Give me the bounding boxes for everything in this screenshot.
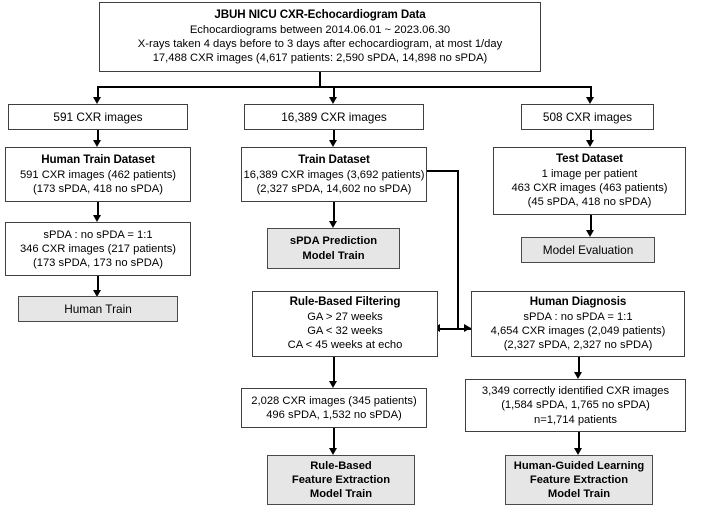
rule-based-model-line-1: Rule-Based [310,459,372,472]
node-human-train-dataset[interactable]: Human Train Dataset 591 CXR images (462 … [5,147,191,202]
train-dataset-line-2: (2,327 sPDA, 14,602 no sPDA) [256,182,412,195]
test-dataset-line-2: 463 CXR images (463 patients) [511,182,668,195]
balanced-line-3: (173 sPDA, 173 no sPDA) [33,257,163,270]
split-left-label: 591 CXR images [53,109,143,124]
node-train-dataset[interactable]: Train Dataset 16,389 CXR images (3,692 p… [241,147,427,202]
connector-filtered-to-rule-model [333,428,335,449]
rule-based-filtering-line-3: CA < 45 weeks at echo [287,339,403,352]
connector-split-middle [333,86,335,98]
arrow-to-spda-model [329,221,337,228]
connector-human-train-to-balanced [97,202,99,216]
arrow-left-dataset [93,140,101,147]
connector-diagnosis-to-correct [578,357,580,373]
split-middle-label: 16,389 CXR images [281,109,387,124]
arrow-to-filtered [329,381,337,388]
rule-based-filtering-line-1: GA > 27 weeks [307,310,383,323]
connector-split-left [97,86,99,98]
rule-based-model-line-2: Feature Extraction [291,473,391,486]
spda-prediction-line-2: Model Train [302,249,365,262]
human-guided-model-line-3: Model Train [547,488,611,501]
human-train-label: Human Train [64,301,132,316]
filtered-line-2: 496 sPDA, 1,532 no sPDA) [266,409,402,421]
node-split-left[interactable]: 591 CXR images [8,104,188,130]
connector-test-to-evaluation [590,215,592,231]
root-line-2: X-rays taken 4 days before to 3 days aft… [137,38,503,51]
node-root-dataset[interactable]: JBUH NICU CXR-Echocardiogram Data Echoca… [99,2,541,72]
train-dataset-title: Train Dataset [298,153,370,166]
connector-split-right [590,86,592,98]
node-split-middle[interactable]: 16,389 CXR images [244,104,424,130]
rule-based-filtering-title: Rule-Based Filtering [289,295,401,309]
connector-bus-horizontal [439,328,471,330]
model-evaluation-label: Model Evaluation [542,242,634,257]
root-line-1: Echocardiograms between 2014.06.01 ~ 202… [189,23,451,36]
root-line-3: 17,488 CXR images (4,617 patients: 2,590… [152,52,488,65]
correct-line-1: 3,349 correctly identified CXR images [481,385,670,398]
node-rule-based-filtering[interactable]: Rule-Based Filtering GA > 27 weeks GA < … [252,291,438,357]
connector-right-split-to-dataset [590,130,592,141]
connector-root-stem [319,72,321,87]
human-diagnosis-title: Human Diagnosis [529,295,627,309]
connector-filtering-to-filtered [333,357,335,382]
human-train-dataset-line-1: 591 CXR images (462 patients) [19,168,177,181]
correct-line-3: n=1,714 patients [533,413,618,426]
human-train-dataset-title: Human Train Dataset [41,153,155,166]
arrow-to-split-middle [329,97,337,104]
rule-based-model-line-3: Model Train [309,488,373,501]
test-dataset-line-3: (45 sPDA, 418 no sPDA) [527,196,652,209]
connector-correct-to-hgl-model [578,432,580,449]
arrow-to-balanced [93,215,101,222]
arrow-to-human-train [93,290,101,297]
arrow-to-correct-subset [574,372,582,379]
node-balanced-subset[interactable]: sPDA : no sPDA = 1:1 346 CXR images (217… [5,222,191,276]
split-right-label: 508 CXR images [542,109,633,124]
balanced-line-2: 346 CXR images (217 patients) [19,242,177,255]
arrow-right-dataset [586,140,594,147]
node-test-dataset[interactable]: Test Dataset 1 image per patient 463 CXR… [493,147,686,215]
connector-train-to-spda-model [333,202,335,222]
arrow-to-model-evaluation [586,230,594,237]
human-train-dataset-line-2: (173 sPDA, 418 no sPDA) [33,182,163,195]
arrow-to-rule-based-model [329,448,337,455]
human-diagnosis-line-3: (2,327 sPDA, 2,327 no sPDA) [503,339,653,352]
balanced-line-1: sPDA : no sPDA = 1:1 [43,228,153,241]
spda-prediction-line-1: sPDA Prediction [289,235,378,248]
node-human-train-output[interactable]: Human Train [18,296,178,322]
node-model-evaluation[interactable]: Model Evaluation [521,237,655,263]
node-spda-prediction-model[interactable]: sPDA Prediction Model Train [267,228,400,269]
node-human-guided-feature-model[interactable]: Human-Guided Learning Feature Extraction… [505,455,653,505]
node-split-right[interactable]: 508 CXR images [521,104,654,130]
rule-based-filtering-line-2: GA < 32 weeks [307,325,383,338]
connector-balanced-to-human-train [97,276,99,291]
test-dataset-title: Test Dataset [556,152,623,166]
arrow-middle-dataset [329,140,337,147]
human-guided-model-line-2: Feature Extraction [529,473,629,486]
arrow-to-human-guided-model [574,448,582,455]
root-title: JBUH NICU CXR-Echocardiogram Data [214,8,426,22]
arrow-to-split-left [93,97,101,104]
connector-middle-split-to-dataset [333,130,335,141]
human-guided-model-line-1: Human-Guided Learning [513,459,645,472]
node-human-diagnosis[interactable]: Human Diagnosis sPDA : no sPDA = 1:1 4,6… [471,291,685,357]
test-dataset-line-1: 1 image per patient [541,167,638,180]
filtered-line-1: 2,028 CXR images (345 patients) [251,394,417,407]
human-diagnosis-line-2: 4,654 CXR images (2,049 patients) [490,325,666,338]
node-filtered-subset[interactable]: 2,028 CXR images (345 patients) 496 sPDA… [241,388,427,428]
train-dataset-line-1: 16,389 CXR images (3,692 patients) [243,168,425,181]
correct-line-2: (1,584 sPDA, 1,765 no sPDA) [501,399,650,412]
connector-split-bus [97,86,591,88]
connector-bus-vertical [457,170,459,329]
connector-left-split-to-dataset [97,130,99,141]
arrow-to-human-diagnosis [464,324,471,332]
arrow-to-split-right [586,97,594,104]
node-rule-based-feature-model[interactable]: Rule-Based Feature Extraction Model Trai… [267,455,415,505]
connector-train-exit-right [427,170,459,172]
human-diagnosis-line-1: sPDA : no sPDA = 1:1 [523,310,633,323]
node-correct-subset[interactable]: 3,349 correctly identified CXR images (1… [465,379,686,432]
